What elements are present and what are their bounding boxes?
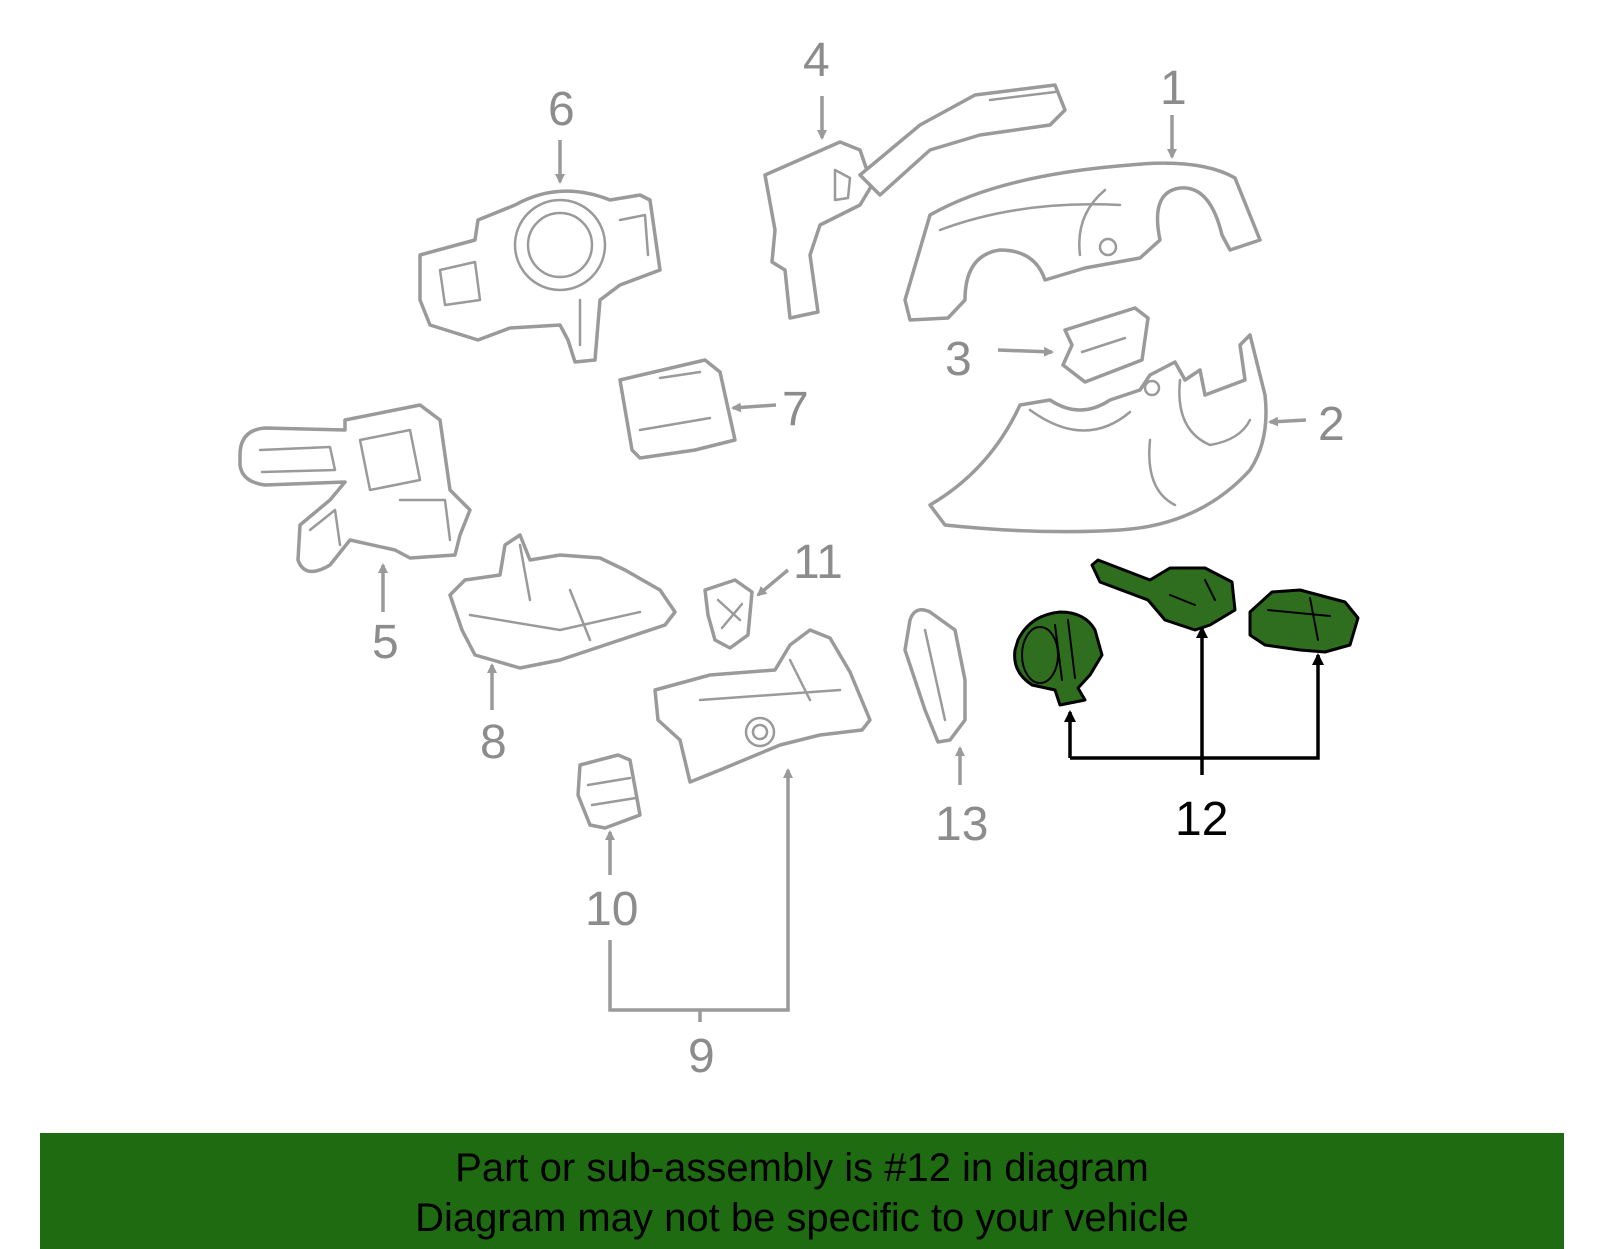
leader-lines bbox=[378, 96, 1307, 1022]
callout-labels: 1 2 3 4 5 6 7 8 9 10 11 12 13 bbox=[372, 34, 1345, 1083]
part-12-lock-cylinder[interactable] bbox=[1013, 610, 1104, 707]
callout-label-7: 7 bbox=[782, 383, 809, 436]
callout-label-6: 6 bbox=[548, 83, 575, 136]
banner-line-part-reference: Part or sub-assembly is #12 in diagram bbox=[455, 1146, 1149, 1190]
part-11-bracket[interactable] bbox=[703, 578, 754, 650]
callout-label-1: 1 bbox=[1160, 62, 1187, 115]
part-9-column-bracket[interactable] bbox=[653, 628, 872, 784]
info-banner: Part or sub-assembly is #12 in diagram D… bbox=[40, 1133, 1564, 1249]
part-7-module[interactable] bbox=[618, 358, 737, 460]
part-13-side-cover[interactable] bbox=[903, 608, 967, 744]
part-12-transmitter[interactable] bbox=[1248, 588, 1360, 654]
part-3-trim-panel[interactable] bbox=[1061, 306, 1150, 384]
parts-diagram: 1 2 3 4 5 6 7 8 9 10 11 12 13 bbox=[238, 34, 1360, 1083]
callout-label-12: 12 bbox=[1175, 793, 1228, 846]
part-12-key[interactable] bbox=[1090, 558, 1237, 632]
callout-label-4: 4 bbox=[803, 34, 830, 87]
part-6-clockspring[interactable] bbox=[418, 189, 662, 364]
callout-label-2: 2 bbox=[1318, 398, 1345, 451]
callout-label-9: 9 bbox=[688, 1030, 715, 1083]
part-5-turn-signal-switch[interactable] bbox=[238, 403, 472, 574]
part-8-lock-housing[interactable] bbox=[448, 533, 677, 670]
callout-label-13: 13 bbox=[935, 798, 988, 851]
part-1-upper-cover[interactable] bbox=[903, 161, 1262, 322]
part-10-switch-block[interactable] bbox=[576, 753, 642, 830]
callout-label-3: 3 bbox=[945, 333, 972, 386]
callout-label-5: 5 bbox=[372, 616, 399, 669]
callout-label-8: 8 bbox=[480, 716, 507, 769]
part-4-wiper-switch[interactable] bbox=[763, 83, 1067, 320]
callout-label-11: 11 bbox=[793, 536, 843, 589]
callout-label-10: 10 bbox=[585, 883, 638, 936]
leader-lines-part-12 bbox=[1064, 626, 1324, 775]
banner-line-disclaimer: Diagram may not be specific to your vehi… bbox=[415, 1196, 1189, 1240]
part-2-lower-cover[interactable] bbox=[928, 333, 1268, 534]
